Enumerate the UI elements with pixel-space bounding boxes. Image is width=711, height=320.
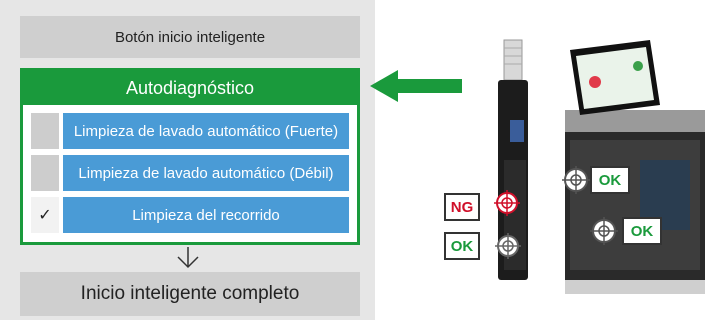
smart-start-panel: Botón inicio inteligente Autodiagnóstico… — [0, 0, 375, 320]
ok-badge-top: OK — [590, 166, 630, 194]
diagnosis-item-strong-wash: Limpieza de lavado automático (Fuerte) — [31, 113, 349, 149]
diagnosis-item-weak-wash: Limpieza de lavado automático (Débil) — [31, 155, 349, 191]
ok-badge-printhead: OK — [444, 232, 480, 260]
printer-body — [565, 110, 705, 294]
item-checkbox — [31, 113, 59, 149]
smart-start-button[interactable]: Botón inicio inteligente — [20, 16, 360, 58]
target-marker-icon — [494, 190, 520, 216]
target-marker-icon — [562, 166, 590, 194]
item-label: Limpieza de lavado automático (Fuerte) — [63, 113, 349, 149]
self-diagnosis-title: Autodiagnóstico — [23, 71, 357, 105]
item-checkbox — [31, 155, 59, 191]
target-marker-icon — [495, 233, 521, 259]
smart-start-complete: Inicio inteligente completo — [20, 272, 360, 316]
diagnosis-item-path-cleaning: ✓ Limpieza del recorrido — [31, 197, 349, 233]
item-label: Limpieza del recorrido — [63, 197, 349, 233]
target-marker-icon — [590, 217, 618, 245]
check-icon: ✓ — [31, 197, 59, 233]
ok-badge-right: OK — [622, 217, 662, 245]
touch-screen — [570, 40, 660, 115]
down-arrow-icon — [177, 247, 199, 269]
printer-illustration — [494, 39, 705, 294]
item-label: Limpieza de lavado automático (Débil) — [63, 155, 349, 191]
left-arrow-icon — [370, 70, 462, 102]
self-diagnosis-box: Autodiagnóstico Limpieza de lavado autom… — [20, 68, 360, 245]
ng-badge: NG — [444, 193, 480, 221]
